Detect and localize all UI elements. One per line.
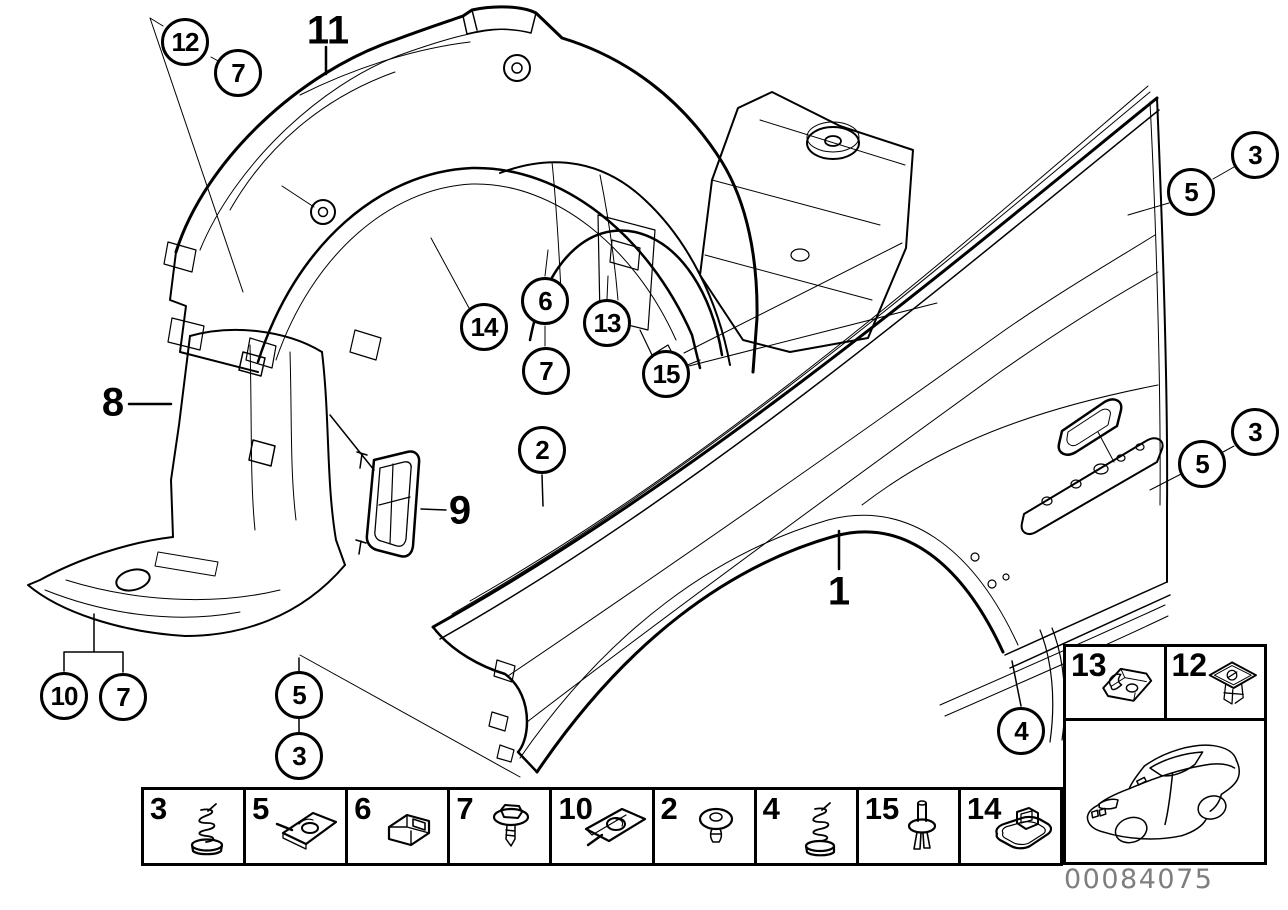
callout-3c[interactable]: 3 xyxy=(275,732,323,780)
callout-5c[interactable]: 5 xyxy=(275,671,323,719)
part-label-9: 9 xyxy=(448,488,472,533)
callout-10[interactable]: 10 xyxy=(40,672,88,720)
callout-3a[interactable]: 3 xyxy=(1231,131,1279,179)
callout-15[interactable]: 15 xyxy=(642,350,690,398)
legend-number: 10 xyxy=(558,791,593,826)
cage-nut-icon xyxy=(1092,651,1164,717)
legend-cell-14[interactable]: 14 xyxy=(961,790,1060,863)
legend-number: 7 xyxy=(456,791,474,826)
callout-7a[interactable]: 7 xyxy=(214,49,262,97)
fastener-legend: 3 5 6 xyxy=(141,787,1063,866)
callout-13[interactable]: 13 xyxy=(583,299,631,347)
expansion-rivet-icon xyxy=(886,796,956,858)
plastic-rivet-icon xyxy=(682,796,752,858)
tapping-screw-icon xyxy=(784,796,854,858)
inset-number: 12 xyxy=(1171,647,1208,683)
callout-7c[interactable]: 7 xyxy=(99,673,147,721)
speed-nut-icon xyxy=(273,796,343,858)
callout-3b[interactable]: 3 xyxy=(1231,408,1279,456)
doc-number: 00084075 xyxy=(1064,864,1214,895)
part-11-wheel-arch-liner-front xyxy=(163,5,759,374)
legend-cell-15[interactable]: 15 xyxy=(859,790,961,863)
legend-number: 3 xyxy=(150,791,168,826)
legend-number: 4 xyxy=(762,791,780,826)
part-label-8: 8 xyxy=(101,380,125,425)
callout-14[interactable]: 14 xyxy=(460,303,508,351)
callout-2[interactable]: 2 xyxy=(518,426,566,474)
legend-cell-4[interactable]: 4 xyxy=(757,790,859,863)
legend-cell-5[interactable]: 5 xyxy=(246,790,349,863)
legend-number: 15 xyxy=(864,791,900,826)
callout-6[interactable]: 6 xyxy=(521,277,569,325)
callout-5b[interactable]: 5 xyxy=(1178,440,1226,488)
legend-cell-6[interactable]: 6 xyxy=(348,790,451,863)
callout-12[interactable]: 12 xyxy=(161,18,209,66)
legend-number: 6 xyxy=(354,791,372,826)
part-8-lower-cover xyxy=(27,328,346,637)
tapping-screw-icon xyxy=(171,796,241,858)
legend-cell-10[interactable]: 10 xyxy=(552,790,655,863)
callout-5a[interactable]: 5 xyxy=(1167,168,1215,216)
leader-lines xyxy=(63,17,1235,778)
part-9-access-cover xyxy=(355,450,421,558)
legend-number: 14 xyxy=(966,791,1002,826)
callout-7b[interactable]: 7 xyxy=(522,347,570,395)
clip-nut-plate-icon xyxy=(580,796,650,858)
legend-number: 5 xyxy=(252,791,270,826)
legend-number: 2 xyxy=(660,791,678,826)
legend-cell-7[interactable]: 7 xyxy=(450,790,553,863)
part-label-1: 1 xyxy=(827,569,851,614)
part-label-11: 11 xyxy=(306,8,350,53)
legend-cell-3[interactable]: 3 xyxy=(144,790,247,863)
callout-4[interactable]: 4 xyxy=(997,707,1045,755)
inset-clip-row: 13 12 xyxy=(1066,647,1264,721)
hex-screw-washer-icon xyxy=(477,796,547,858)
inset-cell-12[interactable]: 12 xyxy=(1167,647,1265,718)
expanding-nut-icon xyxy=(1192,651,1264,717)
legend-cell-2[interactable]: 2 xyxy=(655,790,757,863)
inset-box: 13 12 xyxy=(1063,644,1267,865)
engine-bay-shield xyxy=(699,91,914,353)
inset-cell-13[interactable]: 13 xyxy=(1066,647,1167,718)
inset-number: 13 xyxy=(1071,647,1107,683)
clamp-nut-icon xyxy=(375,796,445,858)
car-thumbnail[interactable] xyxy=(1066,721,1264,862)
part-1-front-fender xyxy=(431,85,1171,774)
plastic-nut-icon xyxy=(988,796,1058,858)
